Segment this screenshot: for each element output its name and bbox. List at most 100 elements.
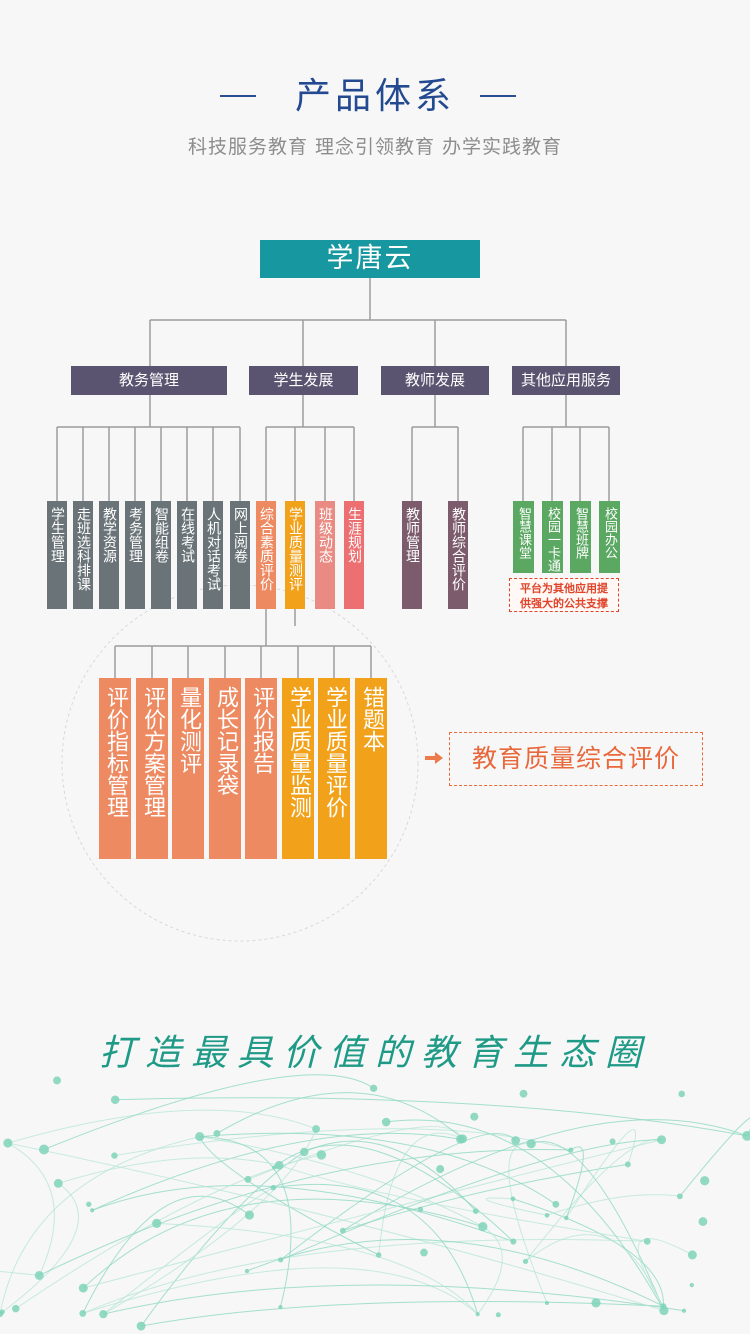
academic-item: 考务管理 xyxy=(125,501,145,609)
mesh-node xyxy=(152,1218,162,1228)
mesh-node xyxy=(564,1215,569,1221)
mesh-node xyxy=(0,1309,5,1315)
category-academic: 教务管理 xyxy=(71,366,227,395)
category-services: 其他应用服务 xyxy=(512,366,620,395)
detail-item: 学业质量监测 xyxy=(282,678,314,859)
mesh-line xyxy=(530,1141,665,1311)
teacher-item: 教师管理 xyxy=(402,501,422,609)
service-item: 校园一卡通 xyxy=(542,501,563,573)
mesh-node xyxy=(90,1208,95,1213)
mesh-line xyxy=(58,1157,280,1184)
detail-item: 成长记录袋 xyxy=(209,678,241,859)
mesh-line xyxy=(7,1109,317,1144)
mesh-line xyxy=(679,1117,750,1197)
mesh-line xyxy=(115,1097,748,1137)
mesh-node xyxy=(458,1134,468,1144)
mesh-node xyxy=(78,1283,88,1293)
mesh-line xyxy=(378,1132,463,1256)
academic-item: 走班选科排课 xyxy=(73,501,93,609)
mesh-node xyxy=(472,1208,479,1215)
mesh-node xyxy=(53,1178,63,1188)
service-item: 智慧课堂 xyxy=(513,501,534,573)
mesh-node xyxy=(657,1135,667,1145)
mesh-node xyxy=(510,1238,517,1245)
mesh-line xyxy=(565,1129,637,1219)
mesh-node xyxy=(519,1089,528,1098)
mesh-line xyxy=(103,1284,685,1315)
page-title: 产品体系 xyxy=(294,76,455,117)
mesh-node xyxy=(270,1184,277,1191)
root-node: 学唐云 xyxy=(260,240,480,278)
mesh-node xyxy=(475,1312,480,1317)
mesh-node xyxy=(339,1227,346,1234)
mesh-node xyxy=(274,1160,284,1170)
mesh-node xyxy=(110,1095,120,1105)
mesh-node xyxy=(53,1076,62,1085)
slogan: 打造最具价值的教育生态圈 xyxy=(98,1033,651,1074)
detail-item: 错题本 xyxy=(355,678,387,859)
mesh-line xyxy=(477,1226,503,1315)
mesh-line xyxy=(565,1146,584,1219)
mesh-line xyxy=(273,1144,514,1242)
mesh-line xyxy=(280,1133,517,1261)
mesh-node xyxy=(689,1282,694,1288)
service-note-line: 平台为其他应用提 xyxy=(520,582,608,595)
mesh-line xyxy=(273,1184,479,1315)
title-right-dash xyxy=(480,95,516,97)
teacher-item: 教师综合评价 xyxy=(448,501,468,609)
student-item: 综合素质评价 xyxy=(256,501,276,609)
academic-item: 学生管理 xyxy=(47,501,67,609)
mesh-node xyxy=(552,1200,560,1208)
mesh-line xyxy=(114,1128,571,1157)
result-box: 教育质量综合评价 xyxy=(449,732,703,786)
mesh-node xyxy=(271,1165,277,1170)
mesh-node xyxy=(3,1138,13,1148)
mesh-line xyxy=(7,1142,55,1276)
mesh-line xyxy=(0,1182,79,1315)
mesh-node xyxy=(698,1217,708,1226)
academic-item: 网上阅卷 xyxy=(230,501,250,609)
mesh-node xyxy=(316,1150,327,1160)
student-item: 班级动态 xyxy=(315,501,335,609)
mesh-line xyxy=(546,1194,680,1216)
mesh-node xyxy=(99,1310,108,1319)
mesh-node xyxy=(369,1084,378,1093)
mesh-line xyxy=(82,1198,483,1289)
service-item: 校园办公 xyxy=(599,501,620,573)
mesh-node xyxy=(609,1138,616,1145)
mesh-node xyxy=(568,1147,574,1153)
mesh-node xyxy=(591,1298,601,1308)
mesh-node xyxy=(136,1321,146,1331)
mesh-node xyxy=(244,1268,250,1274)
mesh-line xyxy=(83,1139,662,1289)
academic-item: 人机对话考试 xyxy=(203,501,223,609)
service-item: 智慧班牌 xyxy=(570,501,591,573)
detail-item: 量化测评 xyxy=(172,678,204,859)
detail-item: 学业质量评价 xyxy=(318,678,350,859)
mesh-line xyxy=(342,1163,628,1232)
mesh-node xyxy=(312,1125,321,1133)
mesh-node xyxy=(86,1201,92,1207)
mesh-line xyxy=(141,1300,664,1327)
mesh-node xyxy=(299,1147,309,1157)
mesh-line xyxy=(82,1195,250,1314)
mesh-node xyxy=(12,1304,20,1313)
mesh-line xyxy=(7,1142,665,1312)
service-note: 平台为其他应用提 供强大的公共支撑 xyxy=(509,578,619,612)
mesh-node xyxy=(478,1222,488,1232)
mesh-line xyxy=(156,1222,479,1315)
mesh-node xyxy=(213,1129,221,1137)
student-item: 生涯规划 xyxy=(344,501,364,609)
category-student: 学生发展 xyxy=(249,366,358,395)
mesh-node xyxy=(244,1210,255,1220)
mesh-node xyxy=(681,1308,687,1313)
mesh-node xyxy=(742,1130,750,1141)
detail-item: 评价指标管理 xyxy=(99,678,131,859)
category-teacher: 教师发展 xyxy=(381,366,489,395)
mesh-line xyxy=(386,1119,665,1311)
mesh-node xyxy=(79,1310,87,1317)
mesh-node xyxy=(511,1136,521,1145)
mesh-node xyxy=(495,1312,501,1318)
academic-item: 在线考试 xyxy=(177,501,197,609)
mesh-node xyxy=(526,1139,536,1149)
